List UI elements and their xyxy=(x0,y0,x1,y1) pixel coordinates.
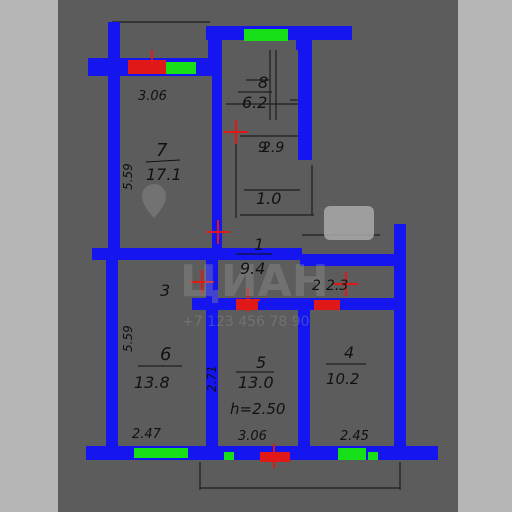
window-segment xyxy=(134,448,188,458)
pencil-lines xyxy=(112,21,401,490)
window-segment xyxy=(338,448,366,460)
door-marker xyxy=(128,60,166,74)
wall-segment xyxy=(300,254,398,266)
wall-segment xyxy=(108,22,120,254)
wall-segment xyxy=(212,58,222,250)
room-1-area: 9.4 xyxy=(240,259,265,278)
door-cross-marker xyxy=(334,272,358,296)
wall-segment xyxy=(206,260,218,452)
dim-bottom-right: 2.45 xyxy=(340,429,369,444)
doors xyxy=(128,50,358,468)
wall-segment xyxy=(298,40,312,160)
room-6-area: 13.8 xyxy=(134,373,170,392)
door-cross-marker xyxy=(140,50,164,74)
room-4-number: 4 xyxy=(344,343,354,362)
wall-segment xyxy=(106,252,118,456)
door-marker xyxy=(314,300,340,310)
left-margin xyxy=(0,0,58,512)
dim-top-left: 3.06 xyxy=(138,89,167,104)
window-segment xyxy=(224,452,234,460)
room-labels: 8 6.2 7 17.1 9 2.9 1.0 1 9.4 2 2.3 3 6 1… xyxy=(134,73,366,392)
room-9-area: 2.9 xyxy=(262,140,284,156)
watermark: ЦИАН +7 123 456 78 90 xyxy=(142,184,329,330)
room-5-number: 5 xyxy=(256,353,266,372)
door-cross-marker xyxy=(224,120,248,144)
watermark-brand: ЦИАН xyxy=(180,256,329,307)
window-segment xyxy=(166,62,196,74)
door-cross-marker xyxy=(262,444,286,468)
room-8-number: 8 xyxy=(258,73,268,92)
dimension-labels: 3.06 5.59 5.59 2.71 h=2.50 2.47 3.06 2.4… xyxy=(121,89,369,444)
room-7-area: 17.1 xyxy=(146,165,182,184)
room-8-area: 6.2 xyxy=(242,93,267,112)
door-cross-marker xyxy=(190,270,214,294)
room-5-area: 13.0 xyxy=(238,373,274,392)
room-2-number: 2 xyxy=(312,278,321,294)
watermark-square xyxy=(324,206,374,240)
windows xyxy=(134,29,378,460)
door-cross-marker xyxy=(206,220,230,244)
dim-ceiling: h=2.50 xyxy=(230,400,285,418)
right-margin xyxy=(458,0,512,512)
room-9-number: 9 xyxy=(258,140,267,156)
room-6-number: 6 xyxy=(160,344,171,365)
wall-segment xyxy=(394,224,406,458)
room-10-area: 1.0 xyxy=(256,189,281,208)
wall-segment xyxy=(298,304,310,450)
window-segment xyxy=(368,452,378,460)
room-7-number: 7 xyxy=(156,140,168,161)
dim-bottom-left: 2.47 xyxy=(132,427,162,442)
window-segment xyxy=(244,29,288,41)
door-cross-marker xyxy=(236,288,260,312)
room-1-number: 1 xyxy=(254,235,264,254)
room-3-number: 3 xyxy=(160,281,170,300)
dim-bottom-mid: 3.06 xyxy=(238,429,267,444)
watermark-phone: +7 123 456 78 90 xyxy=(182,314,310,330)
dim-left-upper: 5.59 xyxy=(121,163,135,190)
dim-left-lower: 5.59 xyxy=(121,325,135,352)
dim-side-mark: 2.71 xyxy=(205,365,219,392)
room-4-area: 10.2 xyxy=(326,370,359,388)
wall-segment xyxy=(92,248,302,260)
location-pin-icon xyxy=(142,184,166,218)
room-2-area: 2.3 xyxy=(326,278,348,294)
